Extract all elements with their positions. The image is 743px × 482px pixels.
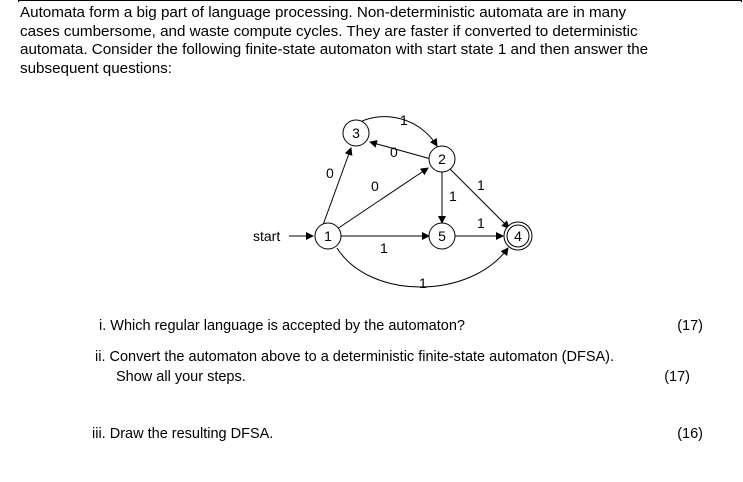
- edge-3-2: [359, 116, 438, 147]
- edge-label-2-3: 0: [390, 144, 398, 160]
- edge-label-1-3: 0: [326, 165, 334, 181]
- state-5-label: 5: [438, 228, 446, 244]
- question-2: ii. Convert the automaton above to a det…: [95, 347, 614, 367]
- state-3: 3: [342, 119, 370, 147]
- state-1: 1: [314, 222, 342, 250]
- question-1-marks: (17): [677, 318, 703, 334]
- edge-label-5-4: 1: [477, 215, 485, 231]
- state-4-label: 4: [514, 228, 522, 244]
- edge-label-1-2: 0: [371, 178, 379, 194]
- question-2-number: ii.: [95, 349, 106, 365]
- intro-line: Automata form a big part of language pro…: [20, 4, 627, 21]
- edge-label-1-4: 1: [419, 275, 427, 291]
- state-2: 2: [428, 145, 456, 173]
- edge-label-2-4: 1: [477, 177, 485, 193]
- start-label: start: [253, 228, 280, 244]
- edge-1-2: [336, 167, 429, 230]
- question-3-text: Draw the resulting DFSA.: [109, 426, 274, 442]
- edge-label-3-2: 1: [400, 112, 408, 128]
- question-3-number: iii.: [92, 426, 106, 442]
- state-4-accepting: 4: [503, 221, 533, 251]
- edge-2-4: [449, 168, 510, 229]
- edge-2-3: [369, 140, 432, 160]
- question-2-marks: (17): [664, 369, 690, 385]
- edge-label-2-5: 1: [449, 188, 457, 204]
- state-5: 5: [428, 222, 456, 250]
- intro-paragraph: Automata form a big part of language pro…: [20, 4, 720, 78]
- question-3: iii. Draw the resulting DFSA.: [92, 424, 273, 444]
- question-2-text-line-2: Show all your steps.: [116, 369, 246, 385]
- question-1-number: i.: [99, 318, 107, 334]
- question-1-text: Which regular language is accepted by th…: [110, 318, 465, 334]
- question-1: i. Which regular language is accepted by…: [99, 316, 465, 336]
- state-1-label: 1: [324, 228, 332, 244]
- edge-1-4: [336, 247, 509, 288]
- intro-line: automata. Consider the following finite-…: [20, 41, 649, 58]
- question-2-line-2: Show all your steps.: [116, 367, 246, 387]
- question-3-marks: (16): [677, 426, 703, 442]
- state-3-label: 3: [352, 125, 360, 141]
- state-2-label: 2: [438, 151, 446, 167]
- question-box-top-border: [18, 0, 742, 2]
- edge-label-1-5: 1: [380, 240, 388, 256]
- intro-line: subsequent questions:: [20, 59, 172, 77]
- edge-1-3: [322, 147, 353, 226]
- question-2-text-line-1: Convert the automaton above to a determi…: [109, 349, 615, 365]
- intro-line: cases cumbersome, and waste compute cycl…: [20, 22, 638, 40]
